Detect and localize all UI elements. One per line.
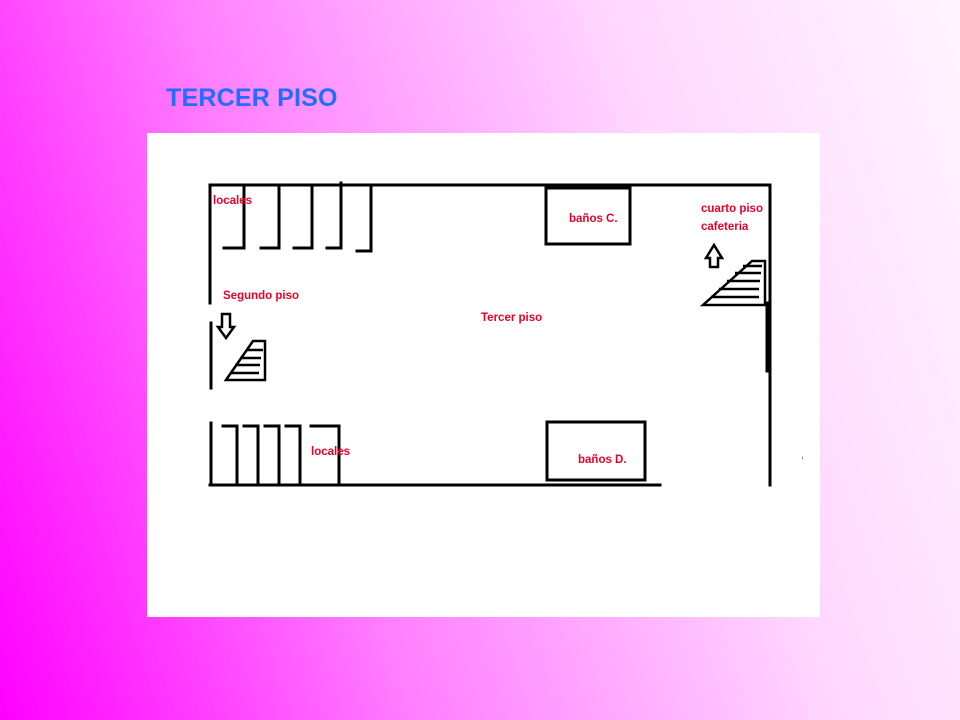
banos-d-room [545,420,647,482]
banos-c-label: baños C. [569,213,618,225]
locales-bottom-label: locales [311,446,350,458]
stairs-down-icon [223,339,267,382]
floor-plan-panel: locales locales Segundo piso cuarto piso… [147,133,820,617]
locales-top-group [222,181,373,253]
tercer-piso-label: Tercer piso [481,312,542,324]
banos-d-label: baños D. [578,454,627,466]
cafeteria-label: cafeteria [701,221,749,233]
segundo-piso-label: Segundo piso [223,290,299,302]
page-title: TERCER PISO [166,84,338,112]
banos-c-room [544,186,632,246]
locales-top-label: locales [213,195,252,207]
arrow-up-icon [703,242,725,269]
stairs-up-icon [699,259,767,307]
outer-walls [208,183,803,487]
floor-plan: locales locales Segundo piso cuarto piso… [208,181,803,487]
locales-bottom-group [221,424,341,487]
cuarto-piso-label: cuarto piso [701,203,763,215]
arrow-down-icon [215,312,237,341]
